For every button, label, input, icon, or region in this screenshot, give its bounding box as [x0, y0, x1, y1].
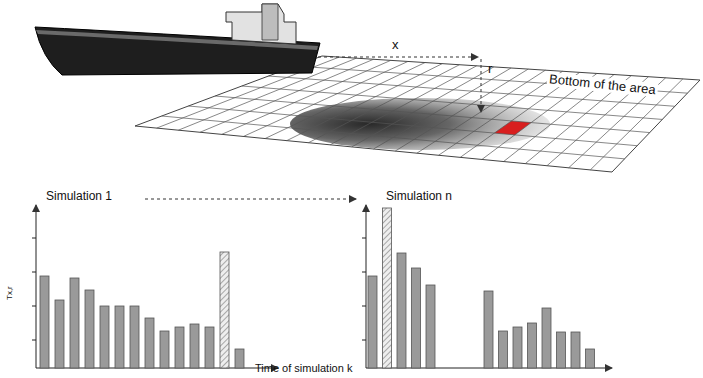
bar	[40, 276, 49, 368]
bar	[586, 349, 595, 368]
bar	[235, 349, 244, 368]
bar-charts	[32, 205, 612, 368]
axis-label: Time of simulation k	[255, 362, 352, 374]
bar	[557, 332, 566, 368]
axis-tick	[32, 272, 36, 273]
grid-line	[287, 64, 443, 141]
axis-tick	[32, 306, 36, 307]
axis-tick	[362, 306, 366, 307]
bar	[190, 324, 199, 368]
bar	[484, 291, 493, 368]
grid-line	[188, 106, 637, 146]
grid-line	[308, 65, 459, 143]
distance-arrows	[145, 57, 481, 199]
bar	[412, 268, 421, 368]
highlighted-bar	[383, 208, 392, 368]
ship	[35, 4, 320, 75]
grid-line	[417, 70, 546, 153]
target-cell	[494, 121, 531, 135]
bar	[426, 285, 435, 368]
highlighted-bar	[220, 252, 229, 368]
axis-tick	[32, 340, 36, 341]
chart-title: Simulation 1	[46, 190, 112, 203]
y-axis	[366, 205, 367, 368]
grid-line	[265, 63, 425, 139]
bar	[70, 278, 79, 368]
grid-line	[352, 67, 494, 147]
bar	[542, 308, 551, 368]
grid-line	[162, 116, 625, 159]
axis-tick	[362, 272, 366, 273]
bar	[85, 290, 94, 368]
chart-title: Simulation n	[386, 190, 452, 203]
bar-chart	[362, 205, 612, 368]
bar	[100, 306, 109, 368]
bar	[499, 331, 508, 368]
grid-line	[330, 66, 477, 145]
area-label: r	[488, 62, 492, 76]
bar	[145, 318, 154, 368]
bar	[513, 327, 522, 368]
axis-tick	[362, 238, 366, 239]
bar	[368, 276, 377, 368]
axis-tick	[32, 238, 36, 239]
bar	[205, 327, 214, 368]
bar	[397, 253, 406, 368]
bar	[571, 332, 580, 368]
bar	[175, 327, 184, 368]
bar	[160, 331, 169, 368]
axis-label: Tx,r	[6, 286, 15, 300]
axis-tick	[362, 340, 366, 341]
bar	[55, 300, 64, 368]
area-label: x	[392, 38, 399, 52]
bar	[528, 323, 537, 368]
grid-line	[395, 69, 528, 151]
bar	[130, 306, 139, 368]
bar-chart	[32, 205, 278, 368]
y-axis	[36, 205, 37, 368]
bar	[115, 306, 124, 368]
